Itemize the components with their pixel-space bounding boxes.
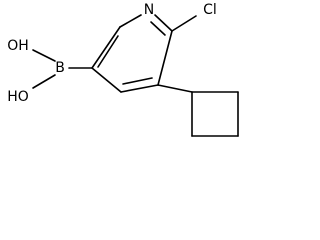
hydroxyl-bottom-label: HO [7,89,29,105]
bond-c5-c4 [120,84,159,93]
chlorine-label: Cl [203,2,217,18]
double-bond-c2-c3-inner [97,35,119,68]
nitrogen-label: N [144,2,154,18]
molecule-diagram: N Cl B OH HO [7,2,239,137]
bond-c5-cyclobutyl [157,84,193,93]
bond-n1-c6 [154,14,173,32]
bond-b-oh-top [32,49,56,62]
double-bond-n1-c6-inner [150,21,166,36]
bond-c2-n1 [119,14,142,28]
bond-c6-c5 [157,30,173,86]
structure-canvas: N Cl B OH HO [0,0,244,138]
bond-c3-c2 [91,26,121,69]
bond-c6-cl [171,15,197,32]
hydroxyl-top-label: OH [7,38,29,54]
bond-c4-c3 [91,67,122,93]
bond-b-ho-bottom [32,74,56,89]
boron-label: B [55,60,65,76]
double-bond-c5-c4-inner [122,77,153,85]
